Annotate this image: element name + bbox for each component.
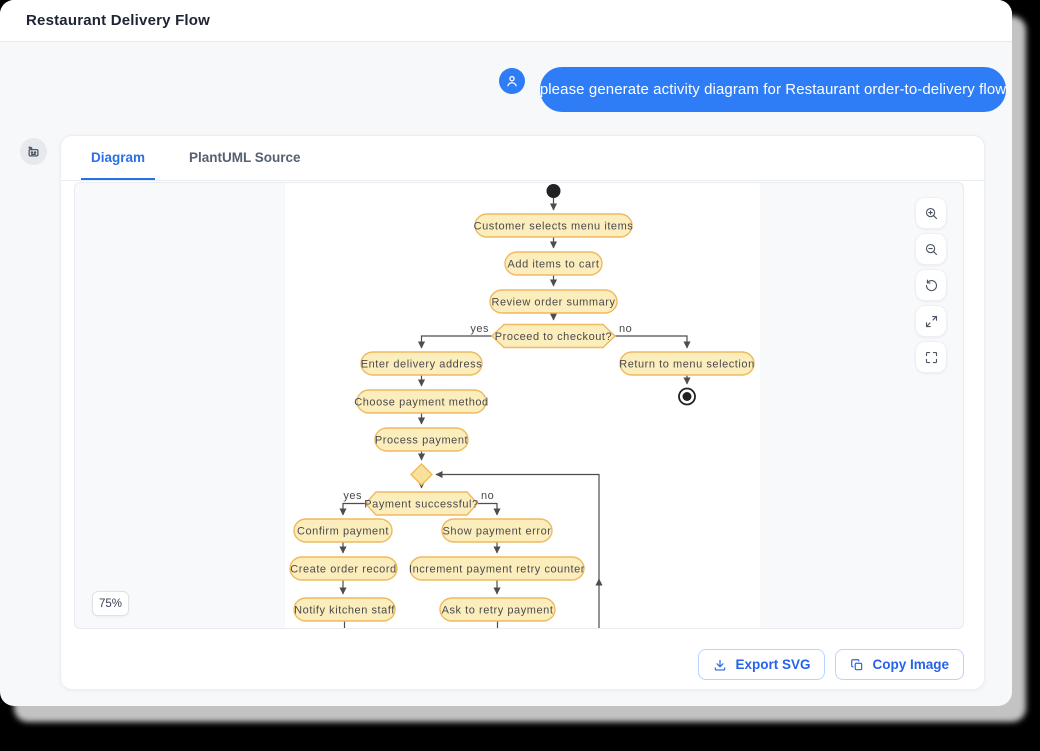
zoom-out-icon xyxy=(925,243,937,255)
export-svg-button[interactable]: Export SVG xyxy=(698,649,826,680)
zoom-controls xyxy=(915,197,947,373)
node-label: Payment successful? xyxy=(364,499,478,511)
node-label: Ask to retry payment xyxy=(442,605,554,617)
copy-image-label: Copy Image xyxy=(872,657,949,672)
zoom-level-badge: 75% xyxy=(92,591,129,616)
merge-diamond xyxy=(410,463,433,486)
node-add-items xyxy=(504,251,603,276)
copy-icon xyxy=(851,658,863,670)
activity-diagram-canvas: yes no yes no xyxy=(285,183,760,628)
expand-arrows-icon xyxy=(925,315,937,327)
assistant-avatar xyxy=(20,138,47,165)
window-header: Restaurant Delivery Flow xyxy=(0,0,1012,42)
node-show-error xyxy=(441,518,553,543)
node-label: Add items to cart xyxy=(508,259,600,271)
edge-label-no: no xyxy=(481,490,494,502)
node-label: Show payment error xyxy=(443,526,552,538)
activity-node-labels: Customer selects menu items Add items to… xyxy=(290,221,754,617)
node-label: Choose payment method xyxy=(354,397,488,409)
fullscreen-button[interactable] xyxy=(915,341,947,373)
node-label: Enter delivery address xyxy=(361,359,483,371)
node-create-order xyxy=(289,556,398,581)
node-return-menu xyxy=(619,351,755,376)
node-label: Proceed to checkout? xyxy=(495,331,612,343)
flow-edge-labels: yes no yes no xyxy=(343,323,632,502)
node-label: Increment payment retry counter xyxy=(409,564,585,576)
zoom-in-icon xyxy=(925,207,937,219)
decision-payment-successful xyxy=(364,491,479,516)
response-card: Diagram PlantUML Source xyxy=(60,135,985,690)
app-window: Restaurant Delivery Flow please generate… xyxy=(0,0,1012,706)
copy-image-button[interactable]: Copy Image xyxy=(835,649,964,680)
activity-nodes xyxy=(289,213,755,622)
reset-view-icon xyxy=(925,279,937,291)
node-enter-address xyxy=(360,351,483,376)
user-icon xyxy=(507,75,517,87)
tab-plantuml-source[interactable]: PlantUML Source xyxy=(179,136,311,180)
decision-proceed-checkout xyxy=(490,323,617,349)
node-choose-payment xyxy=(356,389,487,414)
zoom-in-button[interactable] xyxy=(915,197,947,229)
node-label: Return to menu selection xyxy=(619,359,755,371)
edge-label-no: no xyxy=(619,323,632,335)
reset-view-button[interactable] xyxy=(915,269,947,301)
tab-plantuml-label: PlantUML Source xyxy=(189,149,301,165)
export-svg-label: Export SVG xyxy=(735,657,811,672)
user-message-text: please generate activity diagram for Res… xyxy=(539,81,1007,98)
node-label: Process payment xyxy=(375,435,468,447)
node-review-order xyxy=(489,289,618,314)
expand-button[interactable] xyxy=(915,305,947,337)
final-state-node xyxy=(678,387,696,406)
tab-diagram[interactable]: Diagram xyxy=(81,136,156,180)
node-label: Review order summary xyxy=(491,297,615,309)
actions-row: Export SVG Copy Image xyxy=(698,649,964,680)
tab-diagram-label: Diagram xyxy=(91,149,146,165)
initial-state-node xyxy=(546,184,561,198)
zoom-out-button[interactable] xyxy=(915,233,947,265)
node-label: Create order record xyxy=(290,564,396,576)
node-increment-retry xyxy=(409,556,585,581)
user-avatar xyxy=(499,68,525,94)
diagram-viewer[interactable]: yes no yes no xyxy=(74,182,964,629)
edge-label-yes: yes xyxy=(470,323,489,335)
robot-icon xyxy=(28,146,39,157)
node-ask-retry xyxy=(439,597,556,622)
node-customer-selects xyxy=(474,213,633,238)
fullscreen-icon xyxy=(925,351,937,363)
download-icon xyxy=(715,659,726,671)
window-title: Restaurant Delivery Flow xyxy=(26,12,211,29)
node-notify-kitchen xyxy=(293,597,396,622)
tabs-row: Diagram PlantUML Source xyxy=(61,136,984,181)
zoom-level-text: 75% xyxy=(98,597,123,610)
edge-label-yes: yes xyxy=(343,490,362,502)
user-message-bubble: please generate activity diagram for Res… xyxy=(540,67,1006,112)
node-confirm-payment xyxy=(293,518,393,543)
node-process-payment xyxy=(374,427,469,452)
node-label: Confirm payment xyxy=(297,526,389,538)
node-label: Customer selects menu items xyxy=(474,221,634,233)
flow-edges xyxy=(339,198,691,628)
activity-diagram-svg: yes no yes no xyxy=(289,184,755,628)
node-label: Notify kitchen staff xyxy=(294,605,395,617)
